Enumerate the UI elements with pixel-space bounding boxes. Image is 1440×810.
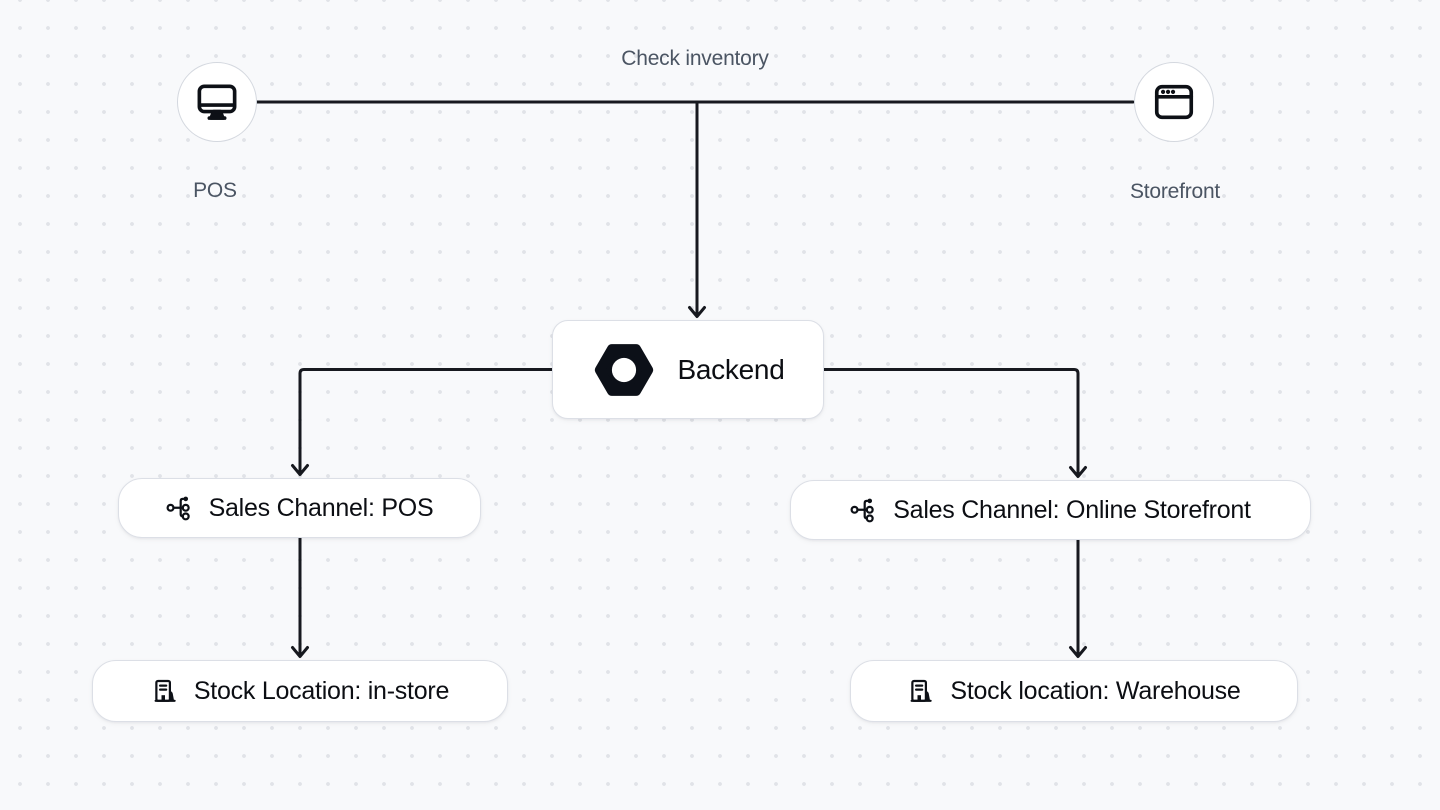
arrowhead-backend-icon <box>688 306 706 318</box>
node-sales-channel-online-storefront-label: Sales Channel: Online Storefront <box>893 495 1251 524</box>
node-stock-location-in-store[interactable]: Stock Location: in-store <box>92 660 508 722</box>
arrowhead-stock-warehouse-icon <box>1069 646 1087 658</box>
node-sales-channel-pos[interactable]: Sales Channel: POS <box>118 478 481 538</box>
medusa-logo-icon <box>591 337 657 403</box>
node-sales-channel-online-storefront[interactable]: Sales Channel: Online Storefront <box>790 480 1311 540</box>
edge-label-check-inventory: Check inventory <box>621 47 769 70</box>
arrowhead-sc-pos-icon <box>291 464 309 476</box>
node-stock-location-warehouse[interactable]: Stock location: Warehouse <box>850 660 1298 722</box>
node-stock-location-in-store-label: Stock Location: in-store <box>193 676 450 705</box>
channels-icon <box>850 496 878 524</box>
endpoint-storefront[interactable] <box>1134 62 1214 142</box>
channels-icon <box>166 494 194 522</box>
edge-backend-sc-online <box>822 368 1080 476</box>
endpoint-pos[interactable] <box>177 62 257 142</box>
browser-window-icon <box>1151 79 1197 125</box>
node-stock-location-warehouse-label: Stock location: Warehouse <box>950 676 1241 705</box>
edge-backend-sc-pos <box>298 368 554 474</box>
endpoint-pos-label: POS <box>193 179 237 202</box>
monitor-icon <box>194 79 240 125</box>
node-backend-label: Backend <box>677 353 785 385</box>
building-icon <box>907 677 935 705</box>
endpoint-storefront-label: Storefront <box>1129 180 1221 203</box>
node-sales-channel-pos-label: Sales Channel: POS <box>208 493 434 522</box>
node-backend[interactable]: Backend <box>552 320 824 419</box>
arrowhead-sc-online-icon <box>1069 466 1087 478</box>
arrowhead-stock-instore-icon <box>291 646 309 658</box>
building-icon <box>151 677 179 705</box>
